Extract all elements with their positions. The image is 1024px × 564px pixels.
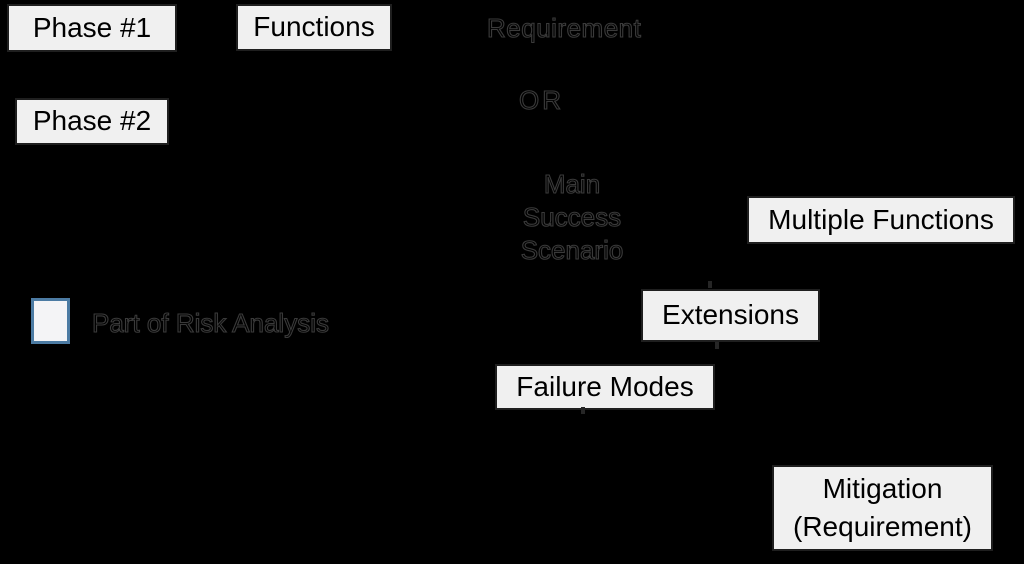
multiple-functions-label: Multiple Functions <box>747 196 1015 244</box>
phase-2-label-text: Phase #2 <box>32 105 152 137</box>
mss-line-scenario: Scenario <box>520 234 624 265</box>
failure-modes-label: Failure Modes <box>495 364 715 410</box>
functions-label-text: Functions <box>253 11 375 43</box>
mitigation-requirement-label: Mitigation (Requirement) <box>772 465 993 551</box>
failure-modes-label-text: Failure Modes <box>516 370 694 402</box>
phase-1-label: Phase #1 <box>7 4 177 52</box>
arrow-remnant-below-failure-modes <box>581 407 585 414</box>
mitigation-label-line2: (Requirement) <box>793 511 972 542</box>
phase-1-label-text: Phase #1 <box>32 11 152 43</box>
or-gate-ghost-text: OR <box>518 84 564 115</box>
arrow-remnant-above-extensions <box>708 281 712 288</box>
phase-2-label: Phase #2 <box>15 98 169 145</box>
extensions-label: Extensions <box>641 289 820 342</box>
multiple-functions-label-text: Multiple Functions <box>768 203 994 235</box>
functions-label: Functions <box>236 4 392 51</box>
requirement-ghost-text: Requirement <box>486 12 642 43</box>
main-success-scenario-ghost-text: Main Success Scenario <box>482 168 662 267</box>
mitigation-label-line1: Mitigation <box>822 473 943 504</box>
mss-line-main: Main <box>543 168 601 199</box>
extensions-label-text: Extensions <box>662 299 799 331</box>
mss-line-success: Success <box>522 201 622 232</box>
part-of-risk-analysis-ghost-text: Part of Risk Analysis <box>91 307 329 338</box>
risk-analysis-legend-swatch <box>31 298 70 344</box>
arrow-remnant-below-extensions <box>715 342 719 349</box>
